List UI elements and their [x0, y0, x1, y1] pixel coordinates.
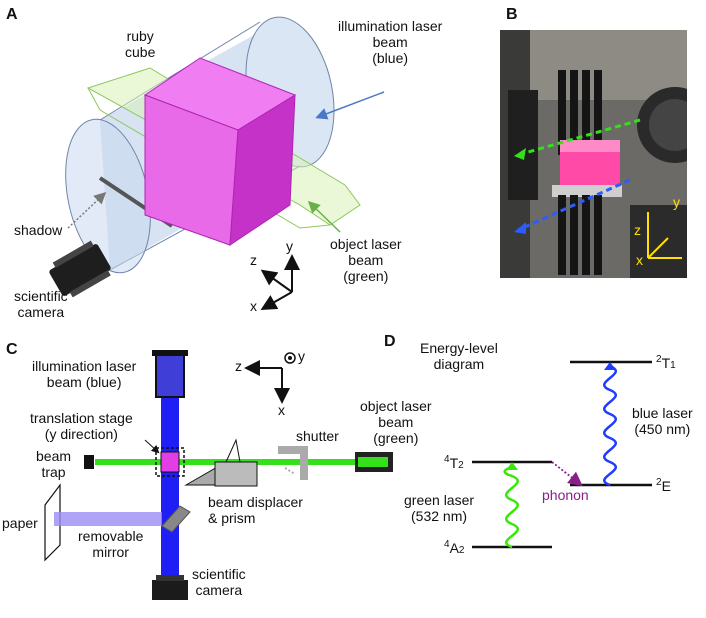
axis-c-y: y — [298, 348, 305, 364]
axes-c — [244, 352, 296, 404]
object-beam-label: object laser beam (green) — [330, 236, 402, 284]
paper-icon — [44, 483, 61, 562]
phonon-arrow — [551, 461, 583, 487]
energy-diagram-title: Energy-level diagram — [420, 340, 498, 372]
camera-a-label: scientific camera — [14, 288, 68, 320]
phonon-label: phonon — [542, 487, 589, 503]
translation-stage — [155, 447, 185, 477]
removable-mirror-icon — [161, 505, 191, 533]
axis-c-x: x — [278, 402, 285, 418]
illumination-arrow — [315, 91, 385, 120]
photo-axis-y: y — [673, 194, 680, 210]
axis-a-z: z — [250, 252, 257, 268]
object-c-label: object laser beam (green) — [360, 398, 432, 446]
ruby-sample — [160, 451, 180, 473]
experiment-photo — [500, 30, 687, 278]
shutter-label: shutter — [296, 428, 339, 444]
green-laser-label: green laser (532 nm) — [404, 492, 475, 524]
level-t2-label: 4T2 — [444, 454, 464, 471]
translation-stage-label: translation stage (y direction) — [30, 410, 133, 442]
illumination-c-label: illumination laser beam (blue) — [32, 358, 137, 390]
panel-label-c: C — [6, 341, 18, 358]
level-t1-label: 2T1 — [656, 354, 676, 371]
green-wave — [503, 464, 520, 549]
panel-label-b: B — [506, 6, 518, 23]
blue-wave — [602, 364, 618, 487]
panel-label-a: A — [6, 6, 18, 23]
blue-laser-label: blue laser (450 nm) — [632, 405, 693, 437]
level-e-label: 2E — [656, 477, 671, 494]
camera-a-icon — [49, 240, 111, 298]
beam-trap-label: beam trap — [36, 448, 72, 480]
panel-label-d: D — [384, 333, 396, 350]
beam-displacer-icon — [184, 438, 258, 487]
axis-a-y: y — [286, 238, 293, 254]
camera-c-label: scientific camera — [192, 566, 246, 598]
photo-axis-x: x — [636, 252, 643, 268]
removable-mirror-label: removable mirror — [78, 528, 144, 560]
ruby-cube-label: ruby cube — [125, 28, 156, 60]
shadow-arrow — [67, 191, 107, 229]
level-a2-label: 4A2 — [444, 539, 465, 556]
object-arrow — [307, 200, 341, 233]
shutter-icon — [278, 446, 308, 480]
reflected-beam — [54, 512, 162, 526]
photo-axis-z: z — [634, 222, 641, 238]
camera-c-icon — [152, 580, 188, 600]
illumination-beam-label: illumination laser beam (blue) — [338, 18, 443, 66]
shadow-label: shadow — [14, 222, 63, 238]
beam-displacer-label: beam displacer & prism — [208, 494, 303, 526]
axes-a — [260, 254, 300, 310]
paper-label: paper — [2, 515, 38, 531]
ruby-cube — [143, 57, 297, 246]
axis-a-x: x — [250, 298, 257, 314]
axis-c-z: z — [235, 358, 242, 374]
beam-trap-icon — [84, 455, 94, 469]
